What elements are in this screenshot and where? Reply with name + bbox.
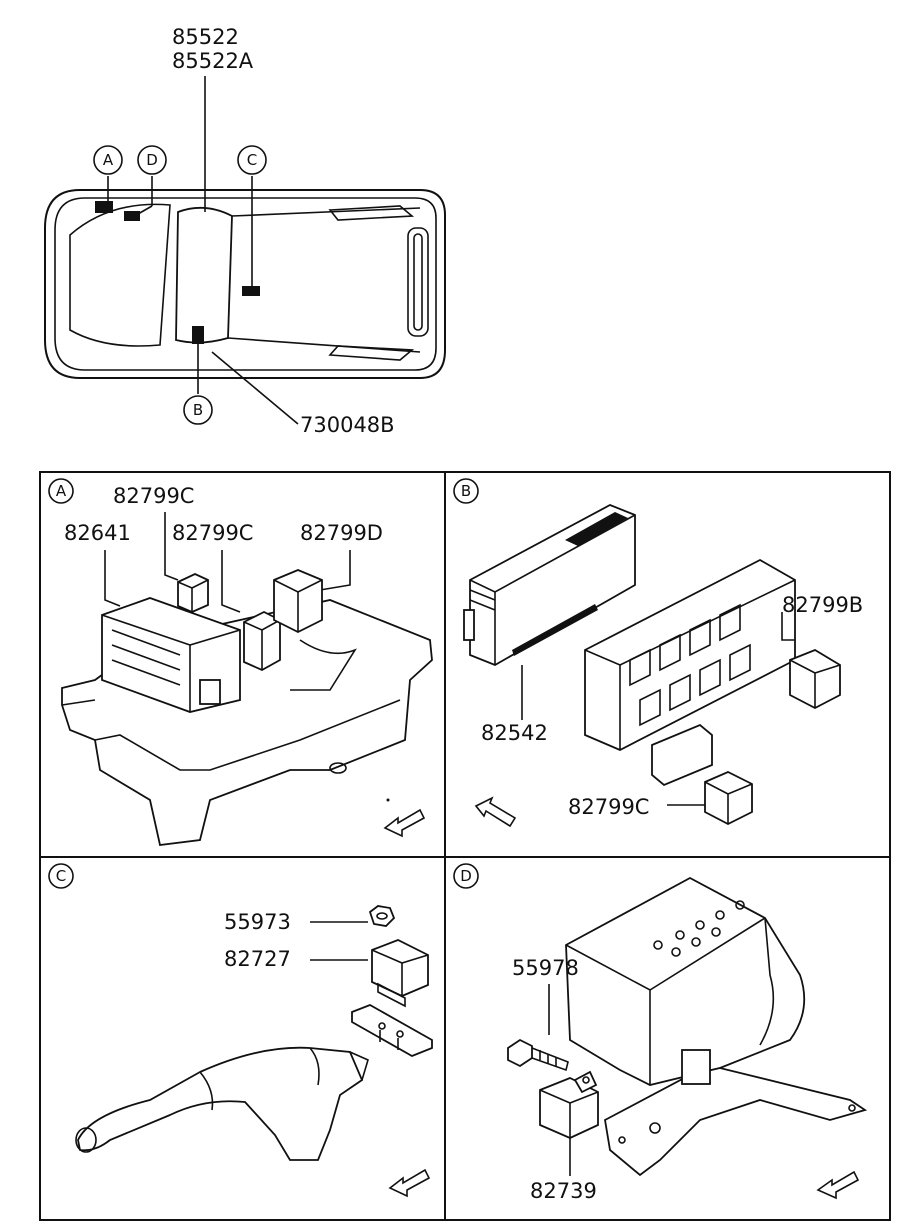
relay-82799B	[789, 648, 841, 710]
label-82641: 82641	[64, 521, 131, 545]
callout-d: D	[137, 145, 167, 175]
relay-82727	[371, 939, 429, 1008]
label-85522A: 85522A	[172, 49, 254, 73]
callout-c: C	[237, 145, 267, 175]
label-55973: 55973	[224, 910, 291, 934]
svg-text:D: D	[146, 151, 158, 169]
label-82799D: 82799D	[300, 521, 383, 545]
label-82739: 82739	[530, 1179, 597, 1203]
marker-d-block	[124, 211, 140, 221]
label-730048B: 730048B	[300, 413, 395, 437]
panel-grid	[39, 471, 891, 1221]
vehicle-overview: 85522 85522A	[44, 25, 446, 437]
relay-82799C-a1	[177, 573, 209, 613]
panel-d: D 55978	[453, 863, 868, 1203]
label-82799B: 82799B	[782, 593, 863, 617]
marker-c-block	[242, 286, 260, 296]
direction-arrow-b	[474, 796, 517, 828]
label-82799C-b: 82799C	[568, 795, 649, 819]
label-85522: 85522	[172, 25, 239, 49]
nut-55973	[368, 905, 396, 927]
relay-82799D	[273, 569, 323, 634]
relay-82799C-a2	[243, 610, 281, 672]
direction-arrow-d	[816, 1170, 860, 1200]
parking-brake-lever	[75, 1046, 369, 1161]
direction-arrow-a	[383, 808, 426, 838]
label-82799C-a1: 82799C	[113, 484, 194, 508]
callout-a: A	[93, 145, 123, 175]
panel-c-letter: C	[56, 867, 66, 885]
panel-b: B 82542 82799B	[453, 478, 863, 828]
label-82727: 82727	[224, 947, 291, 971]
bolt-55978	[507, 1038, 569, 1072]
vehicle-body	[44, 189, 446, 379]
panel-a: A 82799C 82641 82799C 82799D	[48, 478, 433, 846]
label-55978: 55978	[512, 956, 579, 980]
svg-text:A: A	[103, 151, 114, 169]
direction-arrow-c	[388, 1168, 431, 1198]
marker-b-block	[192, 326, 204, 344]
callout-b: B	[183, 395, 213, 425]
bracket-c	[351, 1004, 433, 1057]
relay-82799C-b	[651, 723, 753, 826]
relay-82739	[539, 1070, 599, 1139]
bracket-d	[604, 1049, 868, 1177]
panel-b-letter: B	[461, 482, 471, 500]
panel-a-letter: A	[56, 482, 67, 500]
marker-a-block	[95, 201, 113, 213]
relay-block-82641	[101, 597, 241, 713]
label-82799C-a2: 82799C	[172, 521, 253, 545]
panel-c: C 55973 82727	[48, 863, 433, 1198]
svg-text:C: C	[247, 151, 257, 169]
label-82542: 82542	[481, 721, 548, 745]
ecu-82542	[463, 504, 636, 666]
svg-text:B: B	[193, 401, 203, 419]
panel-d-letter: D	[460, 867, 472, 885]
hydraulic-unit	[565, 876, 806, 1086]
